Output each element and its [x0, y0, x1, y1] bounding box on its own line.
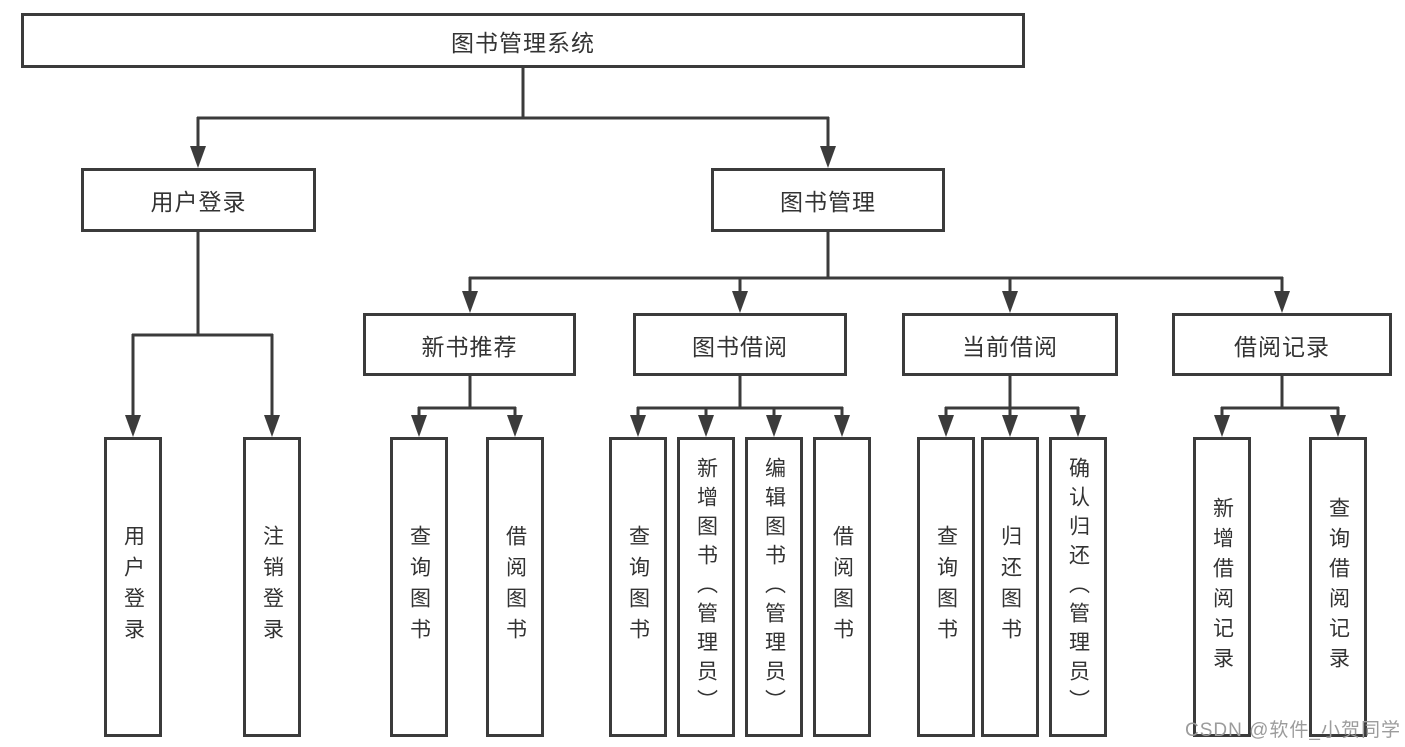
node-label: 图书管理系统 — [451, 29, 595, 56]
node-user-login-branch: 用户登录 — [81, 168, 316, 232]
node-book-borrow: 图书借阅 — [633, 313, 847, 376]
leaf-label: 新增借阅记录 — [1210, 497, 1234, 677]
leaf-add-borrow-record: 新增借阅记录 — [1193, 437, 1251, 737]
node-borrow-records: 借阅记录 — [1172, 313, 1392, 376]
node-book-management-branch: 图书管理 — [711, 168, 945, 232]
leaf-label: 编辑图书（管理员） — [762, 456, 786, 718]
leaf-label: 借阅图书 — [830, 525, 854, 649]
node-new-book-recommend: 新书推荐 — [363, 313, 576, 376]
leaf-label: 注销登录 — [260, 525, 284, 649]
node-root-system: 图书管理系统 — [21, 13, 1025, 68]
leaf-label: 用户登录 — [121, 525, 145, 649]
arrowheads — [125, 146, 1346, 437]
leaf-confirm-return-admin: 确认归还（管理员） — [1049, 437, 1107, 737]
node-label: 当前借阅 — [962, 333, 1058, 360]
leaf-query-books-borrow: 查询图书 — [609, 437, 667, 737]
leaf-borrow-books-recommend: 借阅图书 — [486, 437, 544, 737]
node-current-borrow: 当前借阅 — [902, 313, 1118, 376]
leaf-label: 确认归还（管理员） — [1066, 456, 1090, 718]
node-label: 用户登录 — [150, 189, 247, 215]
leaf-label: 归还图书 — [998, 525, 1022, 649]
leaf-label: 查询图书 — [407, 525, 431, 649]
node-label: 图书管理 — [780, 189, 876, 215]
leaf-label: 借阅图书 — [503, 525, 527, 649]
leaf-borrow-books: 借阅图书 — [813, 437, 871, 737]
leaf-return-book: 归还图书 — [981, 437, 1039, 737]
leaf-query-borrow-record: 查询借阅记录 — [1309, 437, 1367, 737]
leaf-query-books-current: 查询图书 — [917, 437, 975, 737]
csdn-watermark: CSDN @软件_小贺同学 — [1185, 720, 1401, 741]
leaf-label: 查询图书 — [934, 525, 958, 649]
leaf-label: 查询借阅记录 — [1326, 497, 1350, 677]
leaf-label: 新增图书（管理员） — [694, 456, 718, 718]
leaf-add-book-admin: 新增图书（管理员） — [677, 437, 735, 737]
leaf-edit-book-admin: 编辑图书（管理员） — [745, 437, 803, 737]
leaf-label: 查询图书 — [626, 525, 650, 649]
node-label: 借阅记录 — [1234, 333, 1330, 360]
leaf-query-books-recommend: 查询图书 — [390, 437, 448, 737]
leaf-logout: 注销登录 — [243, 437, 301, 737]
node-label: 图书借阅 — [692, 333, 788, 360]
node-label: 新书推荐 — [421, 333, 518, 360]
leaf-user-login: 用户登录 — [104, 437, 162, 737]
